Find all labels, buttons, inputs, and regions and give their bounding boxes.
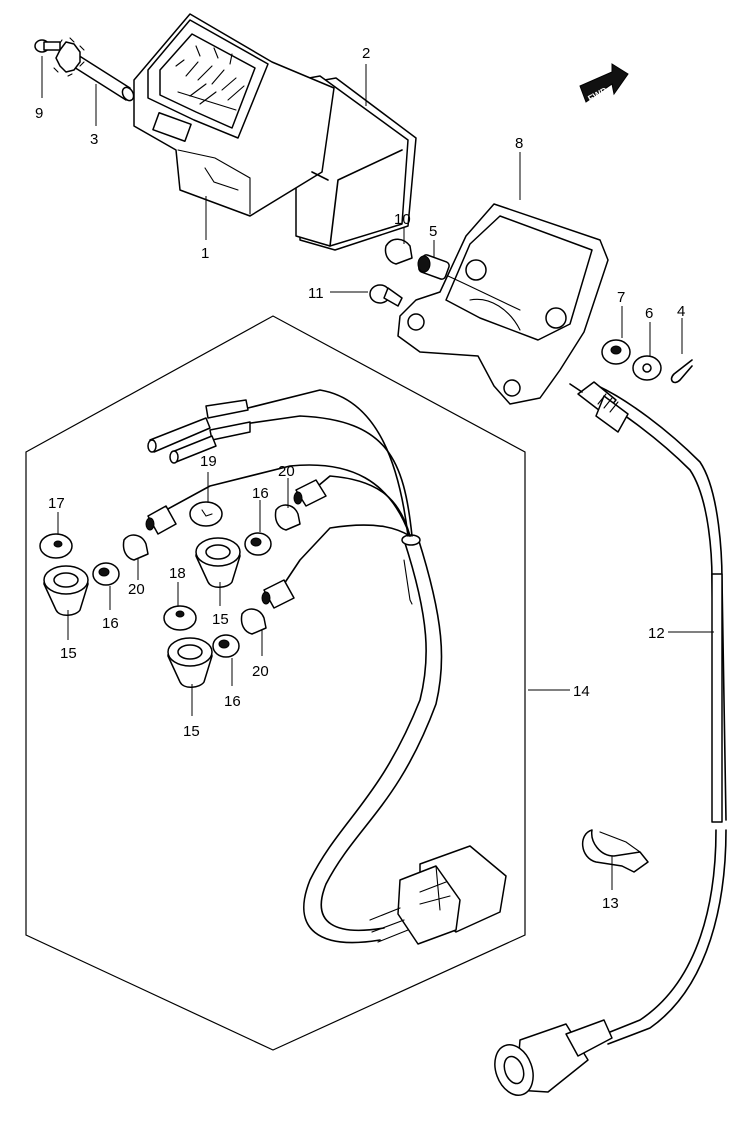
part-label-15a: 15 bbox=[60, 645, 77, 662]
part-label-7: 7 bbox=[617, 289, 625, 306]
part-labels: 1 2 3 9 10 5 8 11 7 6 4 12 14 13 17 18 1… bbox=[35, 45, 685, 912]
bulb-socket bbox=[417, 254, 521, 311]
part-label-17: 17 bbox=[48, 495, 65, 512]
part-label-4: 4 bbox=[677, 303, 685, 320]
part-label-20a: 20 bbox=[278, 463, 295, 480]
part-label-1: 1 bbox=[201, 245, 209, 262]
part-label-2: 2 bbox=[362, 45, 370, 62]
harness-assembly-boundary bbox=[25, 315, 526, 1051]
part-label-16a: 16 bbox=[102, 615, 119, 632]
cable-clamp bbox=[582, 829, 649, 873]
leader-lines bbox=[41, 56, 714, 890]
cotter-pin bbox=[670, 359, 693, 384]
washer bbox=[632, 355, 662, 381]
part-label-12: 12 bbox=[648, 625, 665, 642]
speedometer-cable bbox=[494, 381, 727, 1096]
part-label-3: 3 bbox=[90, 131, 98, 148]
part-label-9: 9 bbox=[35, 105, 43, 122]
bulb bbox=[384, 238, 413, 265]
bulbs bbox=[122, 504, 301, 635]
fwd-arrow-icon: FWD bbox=[579, 63, 629, 104]
part-label-8: 8 bbox=[515, 135, 523, 152]
lens-caps bbox=[39, 501, 223, 631]
grommet bbox=[601, 339, 631, 365]
bolt bbox=[369, 284, 403, 307]
part-label-19: 19 bbox=[200, 453, 217, 470]
lamp-shaft bbox=[65, 49, 135, 102]
part-label-16c: 16 bbox=[224, 693, 241, 710]
screw bbox=[34, 39, 61, 53]
speedometer bbox=[133, 13, 335, 217]
part-label-10: 10 bbox=[394, 211, 411, 228]
wire-harness bbox=[145, 389, 507, 945]
part-label-16b: 16 bbox=[252, 485, 269, 502]
lamp-housings bbox=[43, 537, 241, 688]
part-label-20b: 20 bbox=[128, 581, 145, 598]
part-label-6: 6 bbox=[645, 305, 653, 322]
part-label-11: 11 bbox=[308, 285, 324, 302]
part-label-5: 5 bbox=[429, 223, 437, 240]
part-label-14: 14 bbox=[573, 683, 590, 700]
part-label-20c: 20 bbox=[252, 663, 269, 680]
part-label-13: 13 bbox=[602, 895, 619, 912]
meter-bracket bbox=[397, 203, 609, 405]
part-label-15c: 15 bbox=[183, 723, 200, 740]
harness-coupler bbox=[369, 845, 507, 945]
part-label-15b: 15 bbox=[212, 611, 229, 628]
part-label-18: 18 bbox=[169, 565, 186, 582]
rubber-grommets bbox=[92, 532, 272, 658]
